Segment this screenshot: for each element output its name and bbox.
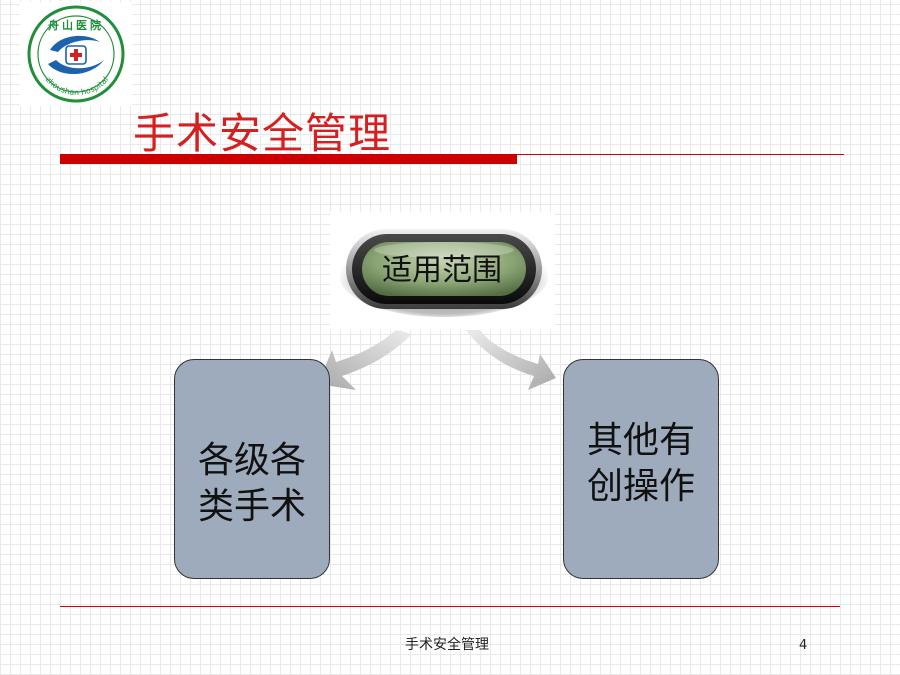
hub-pill: [340, 229, 548, 317]
connector-arrow-right: [466, 330, 556, 390]
node-all-surgeries-line-1: 各级各: [197, 440, 306, 481]
hospital-logo-emblem: 舟山医院 zhoushan hospital: [27, 5, 125, 103]
node-other-invasive-procedures: 其他有 创操作: [563, 359, 719, 579]
slide-title: 手术安全管理: [133, 109, 392, 158]
node-all-surgeries-line-2: 类手术: [197, 486, 306, 527]
title-underline-rule: [517, 154, 844, 155]
node-all-surgeries: 各级各 类手术: [174, 359, 330, 579]
page-number: 4: [799, 638, 808, 653]
node-other-invasive-procedures-line-2: 创操作: [586, 466, 695, 507]
node-all-surgeries-label: 各级各 类手术: [198, 408, 306, 530]
logo-arc-text: 舟山医院: [48, 18, 104, 32]
connector-arrow-left: [318, 330, 412, 390]
footer-rule: [60, 606, 840, 607]
node-other-invasive-procedures-label: 其他有 创操作: [587, 418, 695, 520]
hospital-logo: 舟山医院 zhoushan hospital: [20, 2, 132, 106]
title-underline-bar: [60, 154, 517, 164]
node-other-invasive-procedures-line-1: 其他有: [586, 420, 695, 461]
footer-title: 手术安全管理: [405, 637, 489, 653]
hub-label: 适用范围: [382, 253, 502, 288]
